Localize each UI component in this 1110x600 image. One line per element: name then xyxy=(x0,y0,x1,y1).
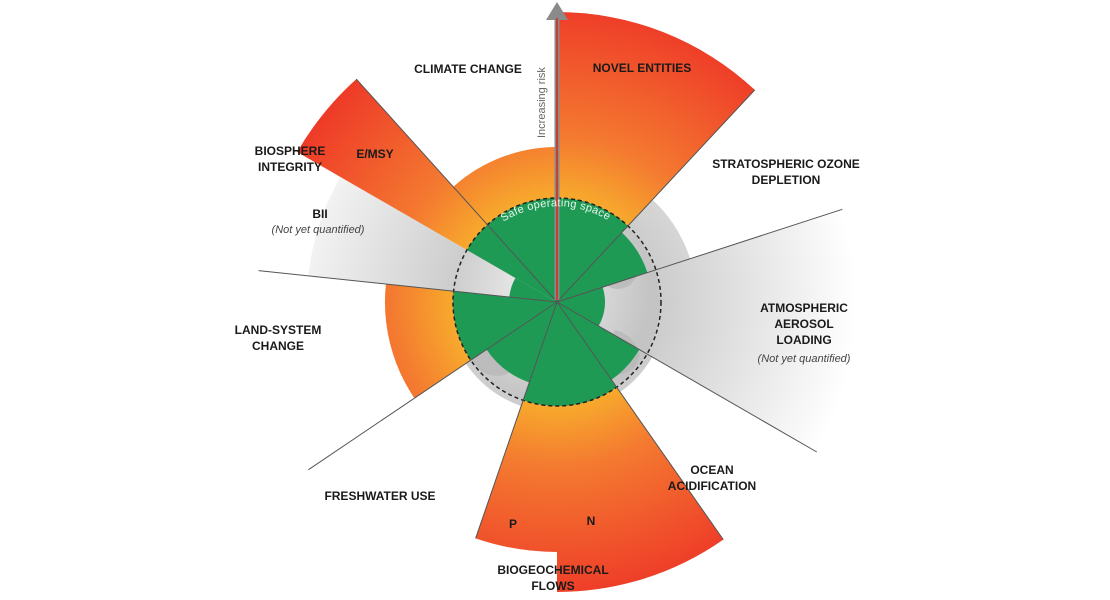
label-land-system-2: CHANGE xyxy=(252,339,304,353)
label-emsy: E/MSY xyxy=(356,147,393,161)
label-stratospheric-ozone-1: STRATOSPHERIC OZONE xyxy=(712,157,860,171)
label-aerosol-3: LOADING xyxy=(776,333,831,347)
divider-line-1 xyxy=(556,89,756,303)
label-climate-change: CLIMATE CHANGE xyxy=(414,62,522,76)
label-aerosol-note: (Not yet quantified) xyxy=(758,353,851,365)
boundary-circle xyxy=(452,197,662,407)
green-atmospheric-aerosol xyxy=(557,287,606,326)
green-nitrogen xyxy=(557,302,617,406)
wedge-atmospheric-aerosol xyxy=(557,209,857,452)
divider-line-4 xyxy=(556,301,724,540)
green-climate-change xyxy=(487,197,557,302)
label-aerosol-1: ATMOSPHERIC xyxy=(760,301,848,315)
safe-operating-space xyxy=(453,197,648,406)
increasing-risk-arrow xyxy=(546,2,568,300)
label-freshwater-use: FRESHWATER USE xyxy=(324,489,435,503)
green-emsy xyxy=(466,224,557,302)
green-freshwater-use xyxy=(486,302,557,383)
label-ocean-1: OCEAN xyxy=(690,463,733,477)
label-n: N xyxy=(587,514,596,528)
label-land-system-1: LAND-SYSTEM xyxy=(235,323,322,337)
divider-line-7 xyxy=(258,270,558,303)
label-stratospheric-ozone-2: DEPLETION xyxy=(752,173,821,187)
divider-line-5 xyxy=(475,301,558,539)
label-novel-entities: NOVEL ENTITIES xyxy=(593,61,691,75)
label-ocean-2: ACIDIFICATION xyxy=(668,479,756,493)
divider-line-8 xyxy=(355,78,558,303)
green-ocean-acidification xyxy=(557,302,640,380)
label-aerosol-2: AEROSOL xyxy=(774,317,833,331)
increasing-risk-label: Increasing risk xyxy=(536,67,548,138)
sector-dividers xyxy=(258,78,843,540)
divider-line-6 xyxy=(308,301,558,471)
label-bii: BII xyxy=(312,207,327,221)
divider-line-3 xyxy=(556,301,818,453)
green-novel-entities xyxy=(557,198,628,302)
label-bii-note: (Not yet quantified) xyxy=(272,224,365,236)
label-p: P xyxy=(509,517,517,531)
label-biosphere-1: BIOSPHERE xyxy=(255,144,326,158)
green-stratospheric-ozone xyxy=(557,232,648,302)
divider-line-2 xyxy=(556,208,843,303)
green-bii xyxy=(509,278,557,302)
label-biogeochemical-2: FLOWS xyxy=(531,579,574,593)
label-biosphere-2: INTEGRITY xyxy=(258,160,322,174)
label-biogeochemical-1: BIOGEOCHEMICAL xyxy=(497,563,608,577)
green-land-system-change xyxy=(453,291,557,361)
